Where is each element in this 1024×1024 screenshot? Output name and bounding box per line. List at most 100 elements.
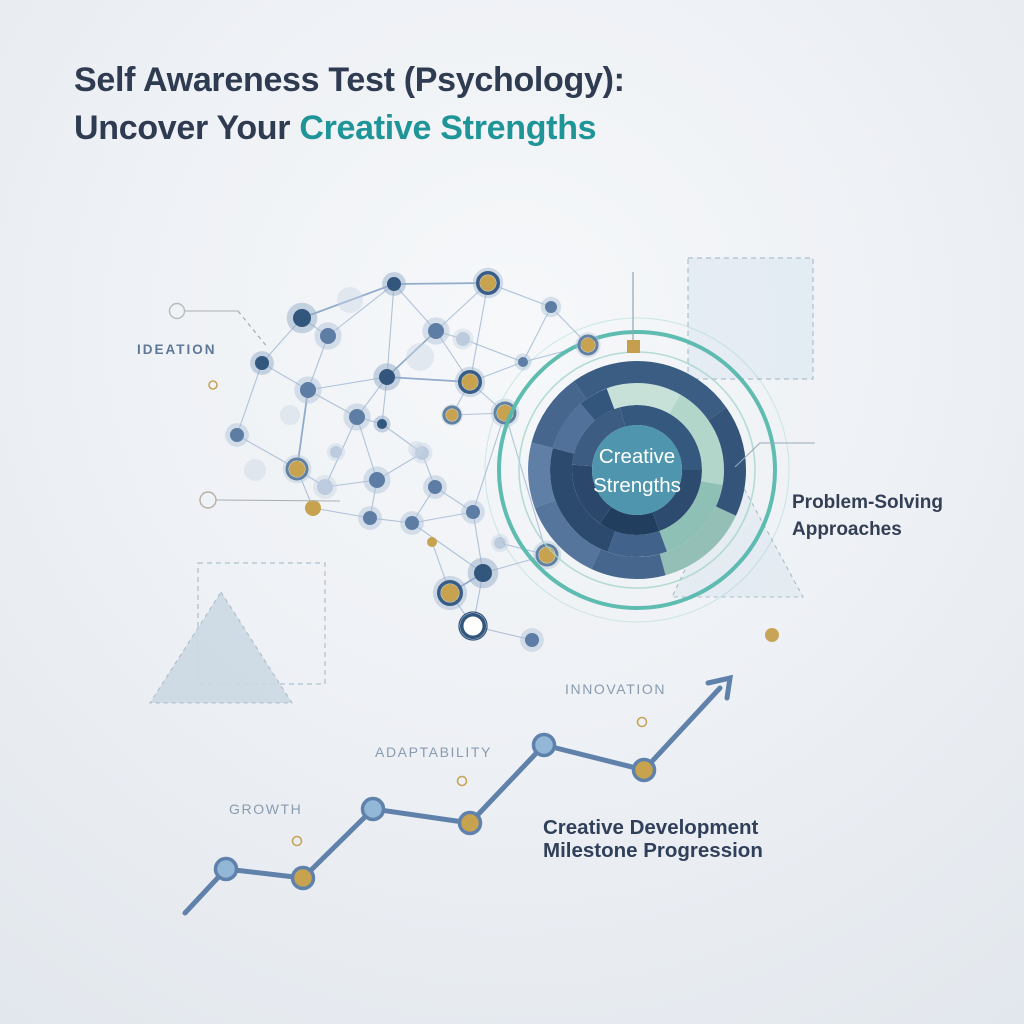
donut-label-line-1: Creative <box>598 445 676 468</box>
network-node <box>320 328 336 344</box>
donut-segment <box>550 383 724 557</box>
outline-circle <box>168 302 186 320</box>
outline-circle <box>199 491 217 509</box>
milestone-point-blue <box>213 856 239 882</box>
network-node <box>545 301 557 313</box>
network-edge <box>307 335 329 391</box>
network-node <box>462 374 478 390</box>
gold-ring <box>456 775 468 787</box>
network-node <box>230 428 244 442</box>
filled-triangle <box>148 590 294 704</box>
network-edge <box>431 541 451 594</box>
network-node <box>415 446 429 460</box>
node-ring <box>285 457 309 481</box>
innovation-label: INNOVATION <box>565 681 667 697</box>
donut-center <box>592 425 682 515</box>
milestone-point-gold <box>457 810 483 836</box>
network-node <box>406 343 434 371</box>
donut-outer-circle <box>484 317 790 623</box>
milestone-line <box>182 685 723 916</box>
network-node <box>387 277 401 291</box>
gold-ring <box>636 716 648 728</box>
dashed-square <box>687 257 814 380</box>
donut-outer-circle <box>497 330 777 610</box>
network-edge <box>411 511 474 524</box>
network-node <box>408 441 424 457</box>
problem-solving-label: Problem-Solving Approaches <box>792 489 943 543</box>
leader-line <box>215 499 341 502</box>
network-edge <box>411 486 436 524</box>
donut-segment <box>572 405 702 535</box>
network-node <box>330 446 342 458</box>
network-node <box>494 537 506 549</box>
network-edge <box>296 389 309 470</box>
donut-segment <box>572 405 702 535</box>
milestone-point-gold <box>631 757 657 783</box>
network-node <box>337 287 363 313</box>
donut-segment <box>550 383 724 557</box>
node-ring <box>437 580 463 606</box>
network-edge <box>386 283 395 378</box>
network-node <box>405 516 419 530</box>
donut-segment <box>528 361 746 579</box>
network-edge <box>434 486 474 513</box>
network-node <box>446 409 458 421</box>
milestone-arrowhead <box>705 674 734 701</box>
title-line-2: Uncover Your Creative Strengths <box>74 104 625 152</box>
problem-solving-line-1: Problem-Solving <box>792 492 943 513</box>
network-edge <box>307 389 358 418</box>
network-node <box>255 356 269 370</box>
title-line-1: Self Awareness Test (Psychology): <box>74 61 625 99</box>
gold-ring <box>208 380 218 390</box>
node-outer-ring <box>458 611 488 641</box>
milestone-point-gold <box>290 865 316 891</box>
network-node <box>300 382 316 398</box>
network-edge <box>369 517 413 524</box>
ideation-label: IDEATION <box>137 342 217 357</box>
network-edge <box>393 282 489 285</box>
milestone-point-blue <box>360 796 386 822</box>
network-edge <box>327 283 395 337</box>
node-ring <box>577 334 599 356</box>
network-edge <box>469 282 489 383</box>
node-ring <box>493 401 517 425</box>
network-edge <box>312 507 371 519</box>
donut-segment <box>528 361 746 579</box>
milestone-chart-title: Creative Development Milestone Progressi… <box>543 816 763 862</box>
network-node <box>280 405 300 425</box>
gold-dot <box>765 628 779 642</box>
gold-ring <box>291 835 303 847</box>
network-node <box>466 505 480 519</box>
adaptability-label: ADAPTABILITY <box>375 744 492 760</box>
donut-segment <box>550 383 724 557</box>
title-line-2-prefix: Uncover Your <box>74 109 300 147</box>
network-node <box>581 338 595 352</box>
leader-line <box>734 442 815 468</box>
network-edge <box>324 479 378 488</box>
network-node <box>474 564 492 582</box>
network-edge <box>472 412 506 513</box>
network-edge <box>462 338 524 363</box>
network-node <box>441 584 459 602</box>
node-ring <box>476 271 500 295</box>
node-ring <box>442 405 462 425</box>
milestone-title-line-2: Milestone Progression <box>543 839 763 862</box>
network-node <box>377 419 387 429</box>
network-node <box>464 617 482 635</box>
problem-solving-line-2: Approaches <box>792 519 902 540</box>
leader-line <box>237 310 269 349</box>
network-node <box>480 275 496 291</box>
milestone-title-line-1: Creative Development <box>543 816 759 839</box>
growth-label: GROWTH <box>229 801 303 817</box>
node-ring <box>458 370 482 394</box>
network-node <box>293 309 311 327</box>
network-node <box>428 480 442 494</box>
network-edge <box>236 362 263 436</box>
network-edge <box>522 306 552 363</box>
network-edge <box>376 452 423 481</box>
network-edge <box>356 416 378 481</box>
network-node <box>428 323 444 339</box>
network-node <box>349 409 365 425</box>
